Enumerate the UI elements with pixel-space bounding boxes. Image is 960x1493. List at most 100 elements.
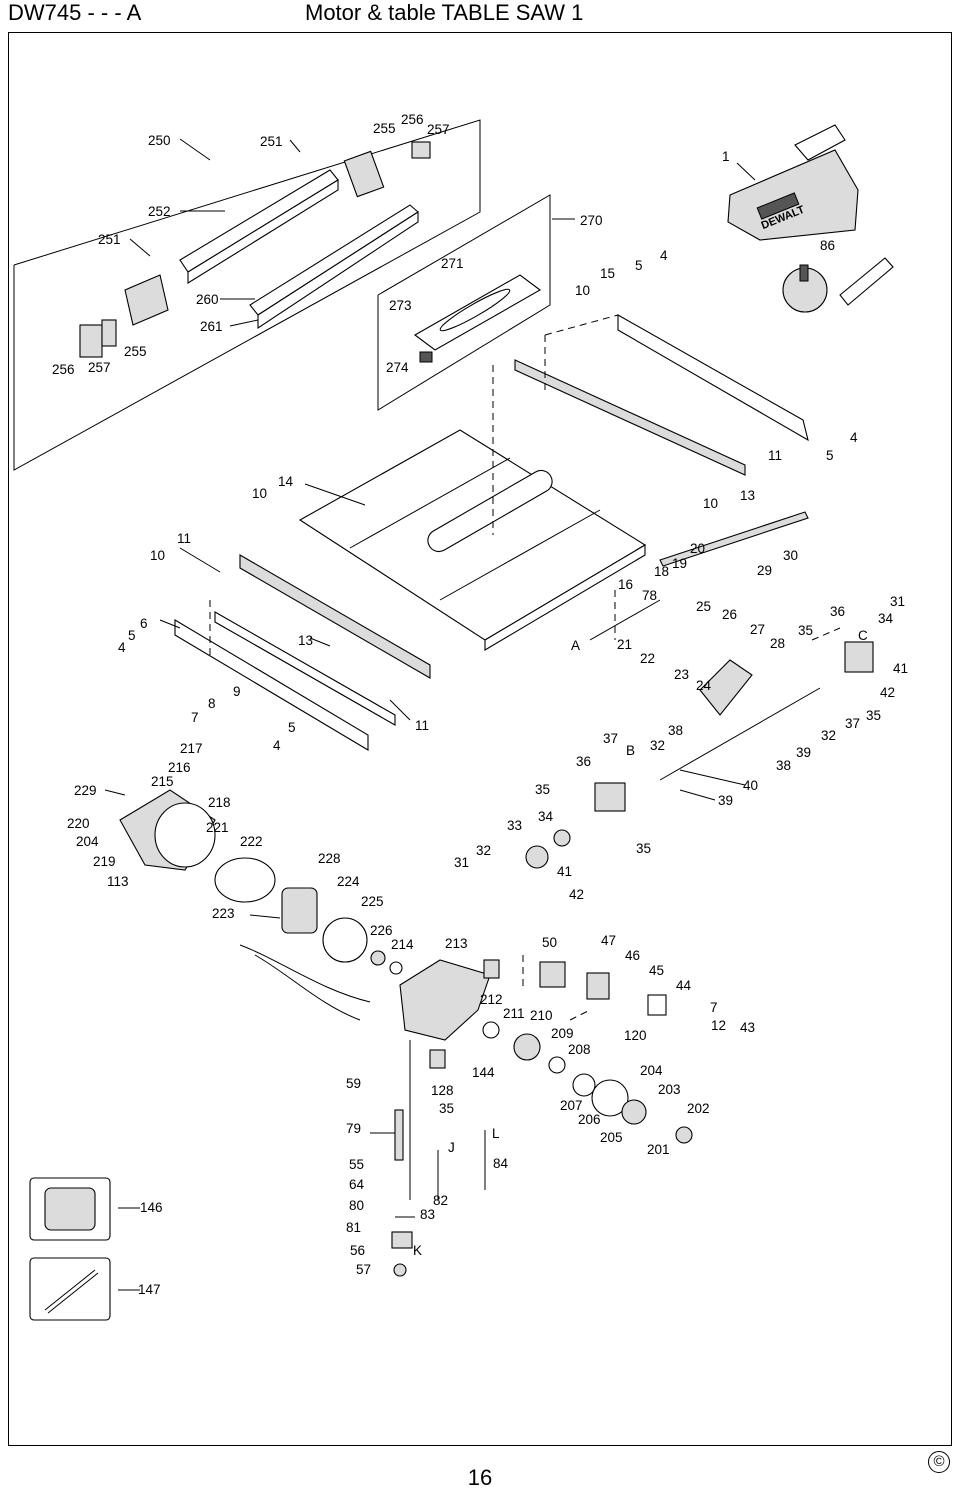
callout-5: 5	[128, 628, 136, 643]
callout-10: 10	[575, 283, 590, 298]
callout-42: 42	[569, 887, 584, 902]
callout-83: 83	[420, 1207, 435, 1222]
callout-26: 26	[722, 607, 737, 622]
callout-46: 46	[625, 948, 640, 963]
callout-31: 31	[454, 855, 469, 870]
callout-270: 270	[580, 213, 603, 228]
callout-223: 223	[212, 906, 235, 921]
callout-10: 10	[150, 548, 165, 563]
callout-36: 36	[830, 604, 845, 619]
bevel-linkage	[525, 511, 874, 869]
callout-38: 38	[668, 723, 683, 738]
callout-202: 202	[687, 1101, 710, 1116]
miter-gauge	[782, 257, 894, 313]
callout-18: 18	[654, 564, 669, 579]
callout-38: 38	[776, 758, 791, 773]
table-top	[298, 429, 647, 651]
callout-5: 5	[288, 720, 296, 735]
callout-212: 212	[480, 992, 503, 1007]
throat-plate-box	[377, 194, 551, 411]
callout-13: 13	[298, 633, 313, 648]
callout-43: 43	[740, 1020, 755, 1035]
callout-208: 208	[568, 1042, 591, 1057]
callout-271: 271	[441, 256, 464, 271]
callout-229: 229	[74, 783, 97, 798]
callout-8: 8	[208, 696, 216, 711]
callout-216: 216	[168, 760, 191, 775]
callout-11: 11	[415, 718, 429, 733]
callout-35: 35	[636, 841, 651, 856]
callout-32: 32	[476, 843, 491, 858]
callout-59: 59	[346, 1076, 361, 1091]
callout-214: 214	[391, 937, 414, 952]
callout-7: 7	[191, 710, 199, 725]
callout-64: 64	[349, 1177, 365, 1192]
callout-24: 24	[696, 678, 712, 693]
callout-15: 15	[600, 266, 615, 281]
callout-33: 33	[507, 818, 522, 833]
callout-11: 11	[768, 448, 782, 463]
callout-4: 4	[850, 430, 858, 445]
callout-209: 209	[551, 1026, 574, 1041]
motor-assembly	[119, 789, 403, 1021]
callout-207: 207	[560, 1098, 583, 1113]
callout-120: 120	[624, 1028, 647, 1043]
callout-257: 257	[427, 122, 450, 137]
callout-34: 34	[878, 611, 894, 626]
callout-37: 37	[603, 731, 618, 746]
callout-35: 35	[535, 782, 550, 797]
callout-29: 29	[757, 563, 772, 578]
callout-36: 36	[576, 754, 591, 769]
callout-256: 256	[52, 362, 75, 377]
callout-B: B	[626, 743, 635, 758]
callout-261: 261	[200, 319, 223, 334]
callout-219: 219	[93, 854, 116, 869]
callout-78: 78	[642, 588, 657, 603]
callout-39: 39	[796, 745, 811, 760]
callout-205: 205	[600, 1130, 623, 1145]
fence-section-outline	[13, 119, 481, 471]
callout-35: 35	[866, 708, 881, 723]
callout-251: 251	[98, 232, 121, 247]
blade-guard	[727, 124, 859, 241]
callout-44: 44	[676, 978, 692, 993]
callout-274: 274	[386, 360, 409, 375]
callout-32: 32	[650, 738, 665, 753]
callout-225: 225	[361, 894, 384, 909]
callout-213: 213	[445, 936, 468, 951]
callout-84: 84	[493, 1156, 509, 1171]
callout-220: 220	[67, 816, 90, 831]
rip-fence-parts	[79, 141, 431, 358]
callout-30: 30	[783, 548, 798, 563]
callout-273: 273	[389, 298, 412, 313]
callout-12: 12	[711, 1018, 726, 1033]
throat-plate	[414, 274, 541, 363]
callout-206: 206	[578, 1112, 601, 1127]
callout-211: 211	[503, 1006, 525, 1021]
callout-22: 22	[640, 651, 655, 666]
callout-113: 113	[107, 874, 129, 889]
callout-251: 251	[260, 134, 283, 149]
diagram-frame	[8, 32, 952, 1446]
callout-10: 10	[703, 496, 718, 511]
callout-39: 39	[718, 793, 733, 808]
callout-204: 204	[640, 1063, 663, 1078]
callout-217: 217	[180, 741, 203, 756]
callout-21: 21	[617, 637, 632, 652]
callout-255: 255	[124, 344, 147, 359]
callout-1: 1	[722, 149, 730, 164]
callout-5: 5	[826, 448, 834, 463]
callout-9: 9	[233, 684, 241, 699]
callout-L: L	[492, 1126, 500, 1141]
callout-32: 32	[821, 728, 836, 743]
rails	[174, 314, 809, 751]
callout-146: 146	[140, 1200, 163, 1215]
callout-250: 250	[148, 133, 171, 148]
callout-7: 7	[710, 1000, 718, 1015]
callout-13: 13	[740, 488, 755, 503]
callout-42: 42	[880, 685, 895, 700]
callout-79: 79	[346, 1121, 361, 1136]
callout-27: 27	[750, 622, 765, 637]
